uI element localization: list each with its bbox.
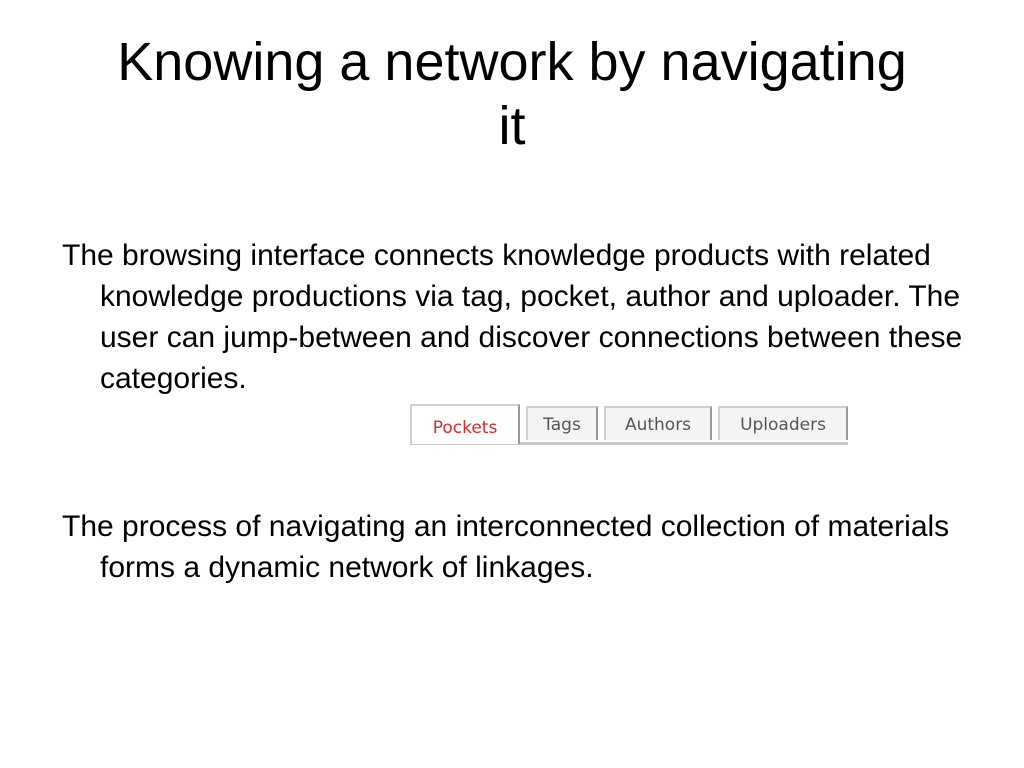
tab-authors[interactable]: Authors bbox=[604, 406, 712, 440]
tab-tags[interactable]: Tags bbox=[526, 406, 598, 440]
browse-tab-bar: Pockets Tags Authors Uploaders bbox=[410, 404, 850, 445]
bullet-paragraph: The process of navigating an interconnec… bbox=[62, 510, 950, 584]
tab-pockets[interactable]: Pockets bbox=[410, 404, 520, 444]
bullet-paragraph: The browsing interface connects knowledg… bbox=[62, 239, 963, 395]
tab-uploaders[interactable]: Uploaders bbox=[718, 406, 848, 440]
slide-title: Knowing a network by navigating it bbox=[117, 32, 907, 156]
tab-bar-baseline bbox=[410, 442, 848, 445]
